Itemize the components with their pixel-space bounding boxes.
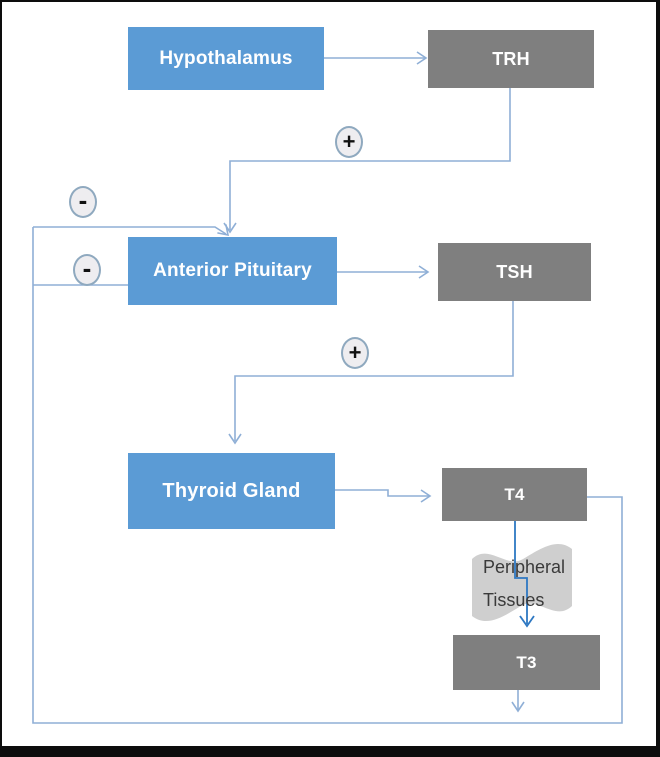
frame-border-right bbox=[656, 0, 660, 757]
node-t4: T4 bbox=[442, 468, 587, 521]
peripheral-tissues-wave-shape bbox=[472, 543, 572, 622]
connector-t4-t3 bbox=[514, 521, 528, 624]
node-t3: T3 bbox=[453, 635, 600, 690]
frame-border-top bbox=[0, 0, 660, 2]
arrowhead-feedback-upper bbox=[217, 224, 230, 237]
connector-feedback-upper bbox=[33, 226, 227, 235]
node-hypothalamus-label: Hypothalamus bbox=[159, 47, 293, 69]
connector-trh-anterior-pituitary bbox=[229, 88, 511, 230]
arrowhead-into-tsh bbox=[418, 265, 430, 279]
arrowhead-into-thyroid bbox=[228, 433, 242, 445]
node-thyroid-gland-label: Thyroid Gland bbox=[162, 479, 301, 502]
node-trh: TRH bbox=[428, 30, 594, 88]
node-tsh-label: TSH bbox=[496, 261, 533, 282]
connector-feedback-loop bbox=[32, 227, 623, 724]
sign-circle-plus-tsh: + bbox=[341, 337, 369, 369]
arrowhead-t3-feedback bbox=[511, 701, 525, 713]
node-anterior-pituitary: Anterior Pituitary bbox=[128, 237, 337, 305]
plus-sign: + bbox=[348, 340, 362, 365]
node-trh-label: TRH bbox=[492, 48, 530, 69]
node-thyroid-gland: Thyroid Gland bbox=[128, 453, 335, 529]
sign-circle-minus-lower: - bbox=[73, 254, 101, 286]
node-t3-label: T3 bbox=[516, 652, 537, 672]
plus-sign: + bbox=[342, 129, 356, 154]
arrowhead-into-t4 bbox=[420, 489, 432, 503]
arrowhead-into-trh bbox=[416, 51, 428, 65]
sign-circle-plus-trh: + bbox=[335, 126, 363, 158]
arrowhead-into-t3 bbox=[519, 615, 535, 628]
connector-tsh-thyroid bbox=[234, 301, 514, 441]
node-hypothalamus: Hypothalamus bbox=[128, 27, 324, 90]
minus-sign: - bbox=[78, 185, 88, 215]
frame-border-bottom bbox=[0, 746, 660, 757]
node-t4-label: T4 bbox=[504, 484, 525, 504]
peripheral-tissues-label: Peripheral Tissues bbox=[483, 557, 566, 611]
frame-border-left bbox=[0, 0, 2, 757]
node-anterior-pituitary-label: Anterior Pituitary bbox=[153, 260, 312, 281]
sign-circle-minus-upper: - bbox=[69, 186, 97, 218]
minus-sign: - bbox=[82, 253, 92, 283]
connector-thyroid-t4 bbox=[335, 489, 429, 497]
node-tsh: TSH bbox=[438, 243, 591, 301]
